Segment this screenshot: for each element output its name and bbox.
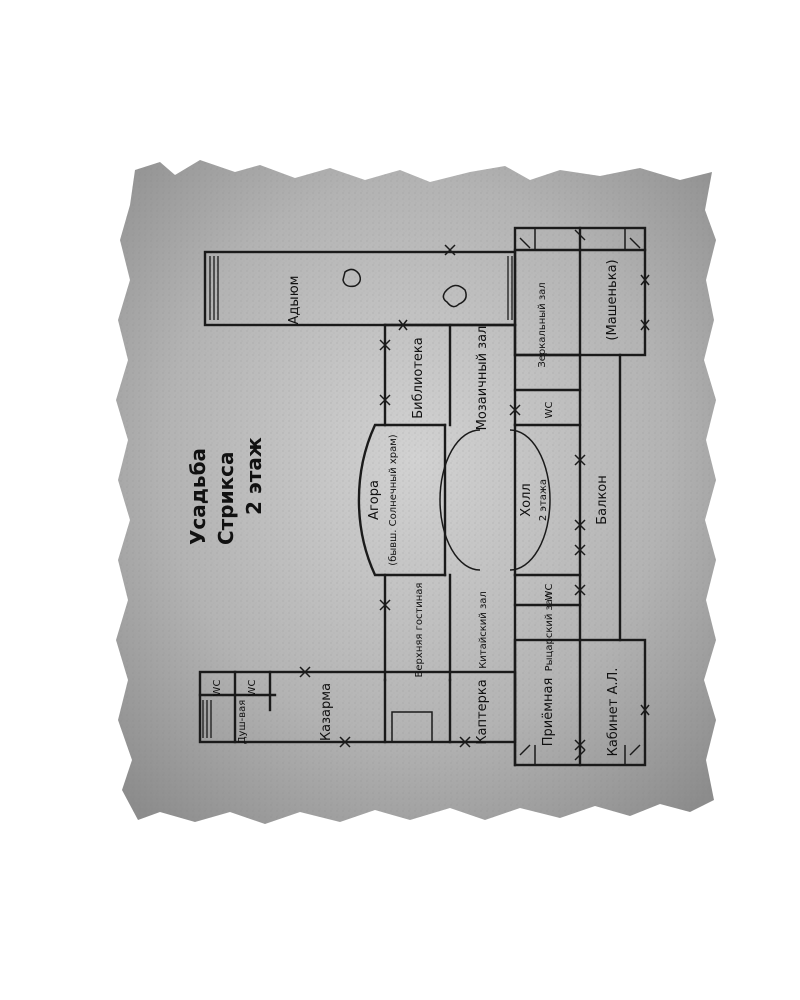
stair-arc-left	[439, 429, 481, 571]
floor-plan	[198, 226, 647, 767]
label-upper-living: Верхняя гостиная	[414, 583, 425, 678]
adyum-window-hatch	[209, 256, 513, 320]
title-line-3: 2 этаж	[242, 437, 266, 515]
label-priemnaya: Приёмная	[541, 678, 556, 747]
door-swings	[519, 229, 641, 761]
label-hall-2-sub: 2 этажа	[538, 479, 549, 521]
statue-icon	[442, 284, 467, 308]
kazarma-outline	[198, 670, 517, 744]
label-balcony: Балкон	[595, 475, 610, 525]
label-wc-2: WC	[544, 584, 555, 601]
label-library: Библиотека	[411, 337, 426, 419]
label-kazarma: Казарма	[319, 683, 334, 741]
footprint-icon	[342, 268, 362, 288]
label-mirror-hall: Зеркальный зал	[537, 282, 548, 367]
label-agora: Агора	[367, 480, 382, 520]
label-shower: Душ-вая	[237, 700, 248, 745]
label-chinese-hall: Китайский зал	[478, 591, 489, 669]
title-line-1: Усадьба	[186, 448, 210, 545]
map-title: Усадьба Стрикса 2 этаж	[186, 437, 266, 545]
label-kapterka: Каптерка	[475, 679, 490, 744]
kazarma-window-hatch	[202, 700, 212, 738]
label-hunting-hall: Рыцарский зал	[544, 593, 555, 672]
label-mashenka: (Машенька)	[605, 259, 620, 340]
label-adyum: Адыюм	[287, 276, 302, 325]
title-line-2: Стрикса	[214, 451, 238, 545]
label-wc-3: WC	[212, 680, 223, 697]
label-mosaic-hall: Мозаичный зал	[475, 326, 490, 431]
adyum-decor	[342, 268, 467, 308]
label-wc-4: WC	[247, 680, 258, 697]
door-markers	[299, 244, 650, 751]
label-agora-sub: (бывш. Солнечный храм)	[388, 434, 399, 566]
label-office: Кабинет А.Л.	[606, 668, 621, 757]
label-hall-2: Холл	[519, 483, 534, 516]
room-labels: Адыюм Библиотека Мозаичный зал Зеркальны…	[212, 259, 621, 756]
stair-arc-right	[509, 429, 551, 571]
label-wc-1: WC	[544, 402, 555, 419]
agora-outline	[357, 423, 447, 577]
